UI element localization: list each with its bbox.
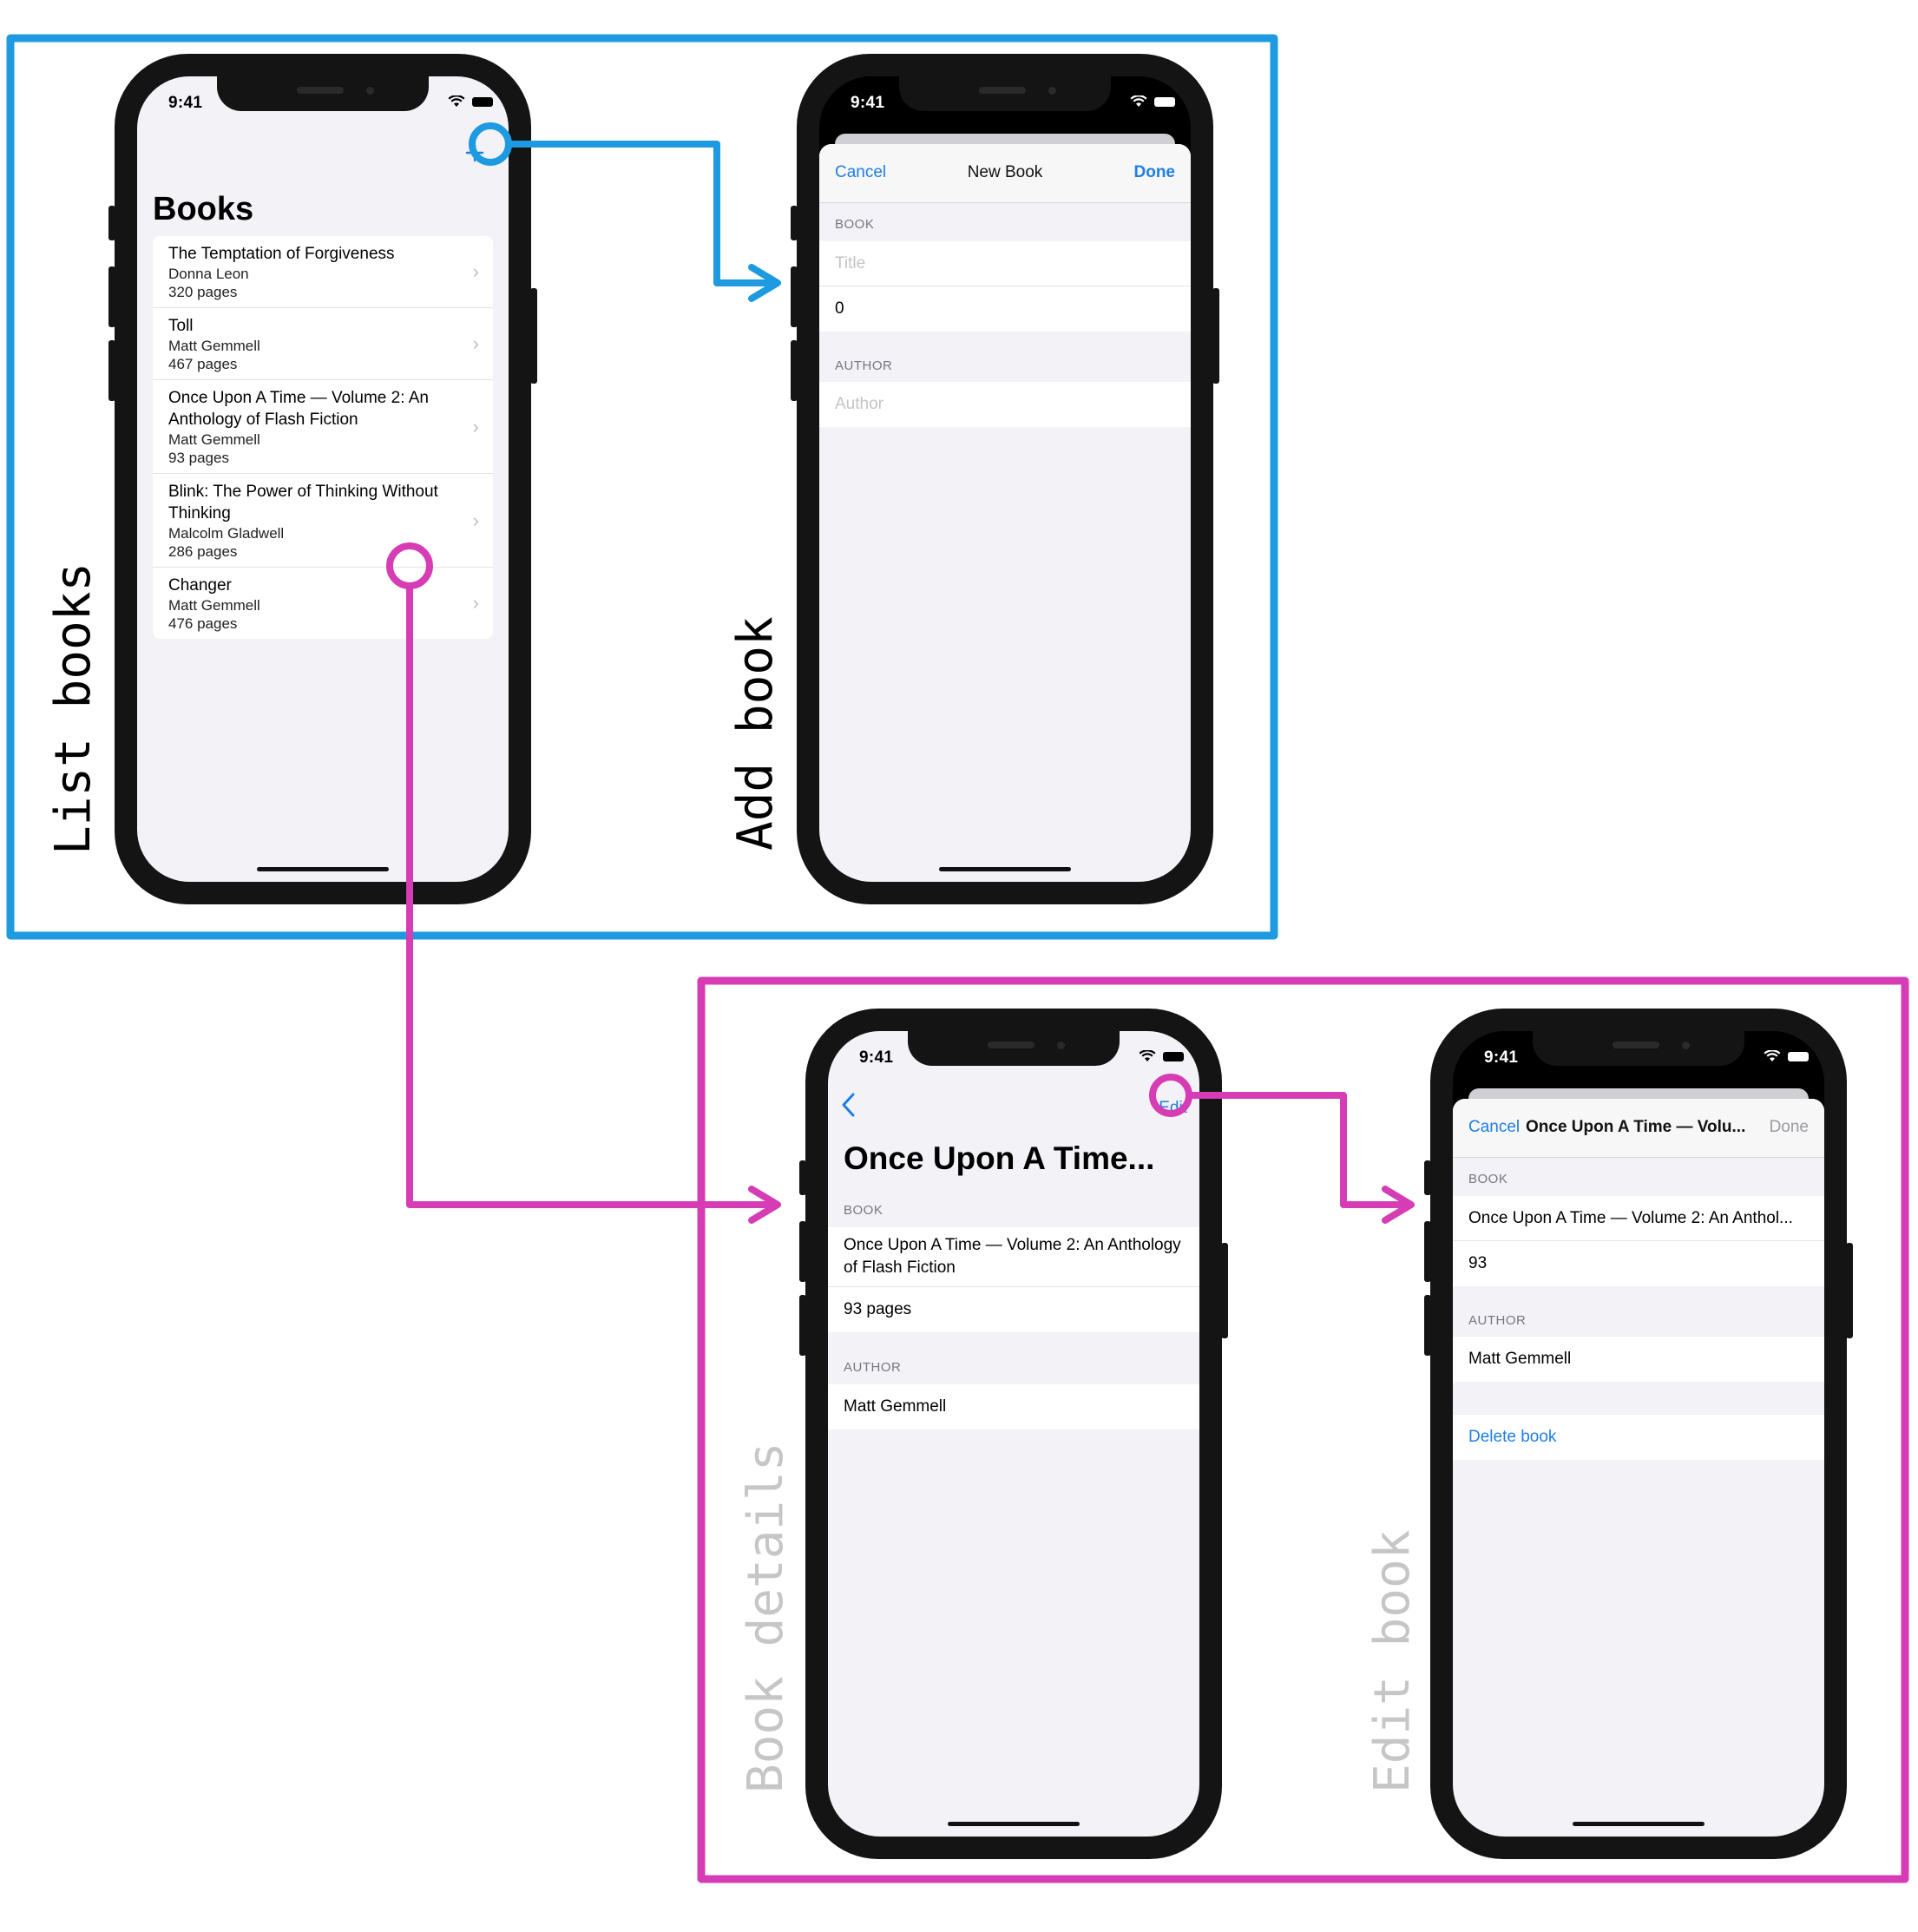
book-details-screen: 9:41 Edit Once Upon A Time... BOOK Once …	[828, 1031, 1199, 1837]
chevron-right-icon: ›	[472, 509, 479, 531]
edit-button[interactable]: Edit	[1159, 1099, 1187, 1117]
chevron-right-icon: ›	[472, 415, 479, 437]
add-book-screen: 9:41 Cancel New Book Done BOOK Title 0 A…	[819, 76, 1191, 882]
done-button[interactable]: Done	[1133, 163, 1176, 181]
page-title: Once Upon A Time...	[844, 1140, 1155, 1176]
delete-book-button[interactable]: Delete book	[1453, 1415, 1824, 1460]
battery-icon	[1163, 1051, 1184, 1061]
author-field[interactable]: Matt Gemmell	[1453, 1337, 1824, 1382]
label-add-book: Add book	[727, 616, 784, 851]
edit-book-screen: 9:41 Cancel Once Upon A Time — Volu... D…	[1453, 1031, 1824, 1837]
page-title: Books	[153, 191, 254, 227]
pages-field[interactable]: 93	[1453, 1241, 1824, 1286]
book-row[interactable]: Toll Matt Gemmell 467 pages ›	[153, 308, 493, 380]
back-button[interactable]	[840, 1092, 856, 1126]
nav-bar: Cancel Once Upon A Time — Volu... Done	[1453, 1099, 1824, 1158]
section-header-author: AUTHOR	[1468, 1313, 1527, 1328]
book-row[interactable]: Blink: The Power of Thinking Without Thi…	[153, 474, 493, 568]
book-title-value: Once Upon A Time — Volume 2: An Antholog…	[828, 1227, 1199, 1287]
wifi-icon	[1139, 1050, 1156, 1061]
done-button[interactable]: Done	[1769, 1118, 1809, 1136]
home-indicator	[1573, 1822, 1705, 1826]
battery-icon	[472, 96, 493, 107]
home-indicator	[257, 867, 389, 871]
battery-icon	[1788, 1051, 1809, 1061]
wifi-icon	[1764, 1050, 1781, 1061]
list-books-screen: 9:41 Books The Temptation of Forgiveness…	[137, 76, 509, 882]
battery-icon	[1154, 96, 1175, 107]
status-time: 9:41	[859, 1048, 894, 1067]
plus-icon	[465, 143, 484, 162]
book-row[interactable]: Changer Matt Gemmell 476 pages ›	[168, 576, 479, 632]
list-books-phone: 9:41 Books The Temptation of Forgiveness…	[108, 54, 537, 904]
pages-value: 93 pages	[828, 1287, 1199, 1332]
book-details-phone: 9:41 Edit Once Upon A Time... BOOK Once …	[799, 1009, 1228, 1859]
section-header-book: BOOK	[1468, 1172, 1508, 1186]
section-header-book: BOOK	[844, 1203, 883, 1218]
section-header-author: AUTHOR	[844, 1360, 902, 1375]
nav-title: New Book	[967, 163, 1043, 181]
home-indicator	[939, 867, 1071, 871]
edit-book-sheet: Cancel Once Upon A Time — Volu... Done B…	[1453, 1099, 1824, 1837]
book-list: The Temptation of Forgiveness Donna Leon…	[153, 236, 493, 639]
new-book-sheet: Cancel New Book Done BOOK Title 0 AUTHOR…	[819, 144, 1191, 882]
arrow-list-to-add	[505, 141, 781, 302]
title-field[interactable]: Once Upon A Time — Volume 2: An Anthol..…	[1453, 1196, 1824, 1241]
book-row[interactable]: Once Upon A Time — Volume 2: An Antholog…	[153, 380, 493, 474]
label-edit-book: Edit book	[1364, 1529, 1421, 1793]
nav-bar: Cancel New Book Done	[819, 144, 1191, 203]
section-header-book: BOOK	[835, 217, 875, 232]
add-book-phone: 9:41 Cancel New Book Done BOOK Title 0 A…	[791, 54, 1219, 904]
wifi-icon	[1130, 95, 1147, 107]
add-book-button[interactable]	[462, 142, 488, 168]
chevron-right-icon: ›	[472, 260, 479, 282]
chevron-right-icon: ›	[472, 592, 479, 614]
wifi-icon	[448, 95, 465, 107]
arrow-details-to-edit	[1186, 1092, 1415, 1224]
section-header-author: AUTHOR	[835, 358, 893, 373]
chevron-left-icon	[842, 1093, 855, 1117]
status-time: 9:41	[851, 94, 885, 112]
title-field[interactable]: Title	[819, 241, 1191, 286]
chevron-right-icon: ›	[472, 332, 479, 354]
cancel-button[interactable]: Cancel	[1468, 1118, 1521, 1136]
pages-field[interactable]: 0	[819, 286, 1191, 332]
status-time: 9:41	[1484, 1048, 1519, 1067]
author-field[interactable]: Author	[819, 382, 1191, 427]
label-book-details: Book details	[738, 1442, 794, 1793]
label-list-books: List books	[45, 562, 102, 855]
nav-title: Once Upon A Time — Volu...	[1526, 1118, 1746, 1136]
author-value: Matt Gemmell	[828, 1384, 1199, 1429]
status-time: 9:41	[168, 94, 203, 112]
book-row[interactable]: The Temptation of Forgiveness Donna Leon…	[153, 236, 493, 308]
cancel-button[interactable]: Cancel	[835, 163, 887, 181]
edit-book-phone: 9:41 Cancel Once Upon A Time — Volu... D…	[1424, 1009, 1853, 1859]
home-indicator	[948, 1822, 1080, 1826]
